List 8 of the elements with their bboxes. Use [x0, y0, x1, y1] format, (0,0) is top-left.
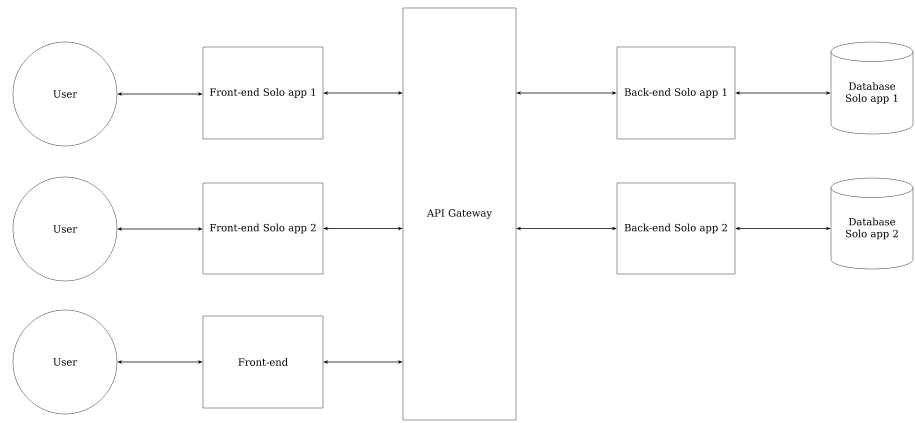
process-box: Front-end Solo app 1 — [202, 46, 324, 140]
process-box: Front-end — [202, 316, 324, 408]
database-cylinder: Database Solo app 2 — [830, 178, 914, 270]
process-box: Back-end Solo app 1 — [616, 46, 736, 140]
database-cylinder: Database Solo app 1 — [830, 42, 914, 134]
process-box: Front-end Solo app 2 — [202, 182, 324, 274]
process-box: API Gateway — [402, 8, 516, 420]
process-box: Back-end Solo app 2 — [616, 182, 736, 274]
